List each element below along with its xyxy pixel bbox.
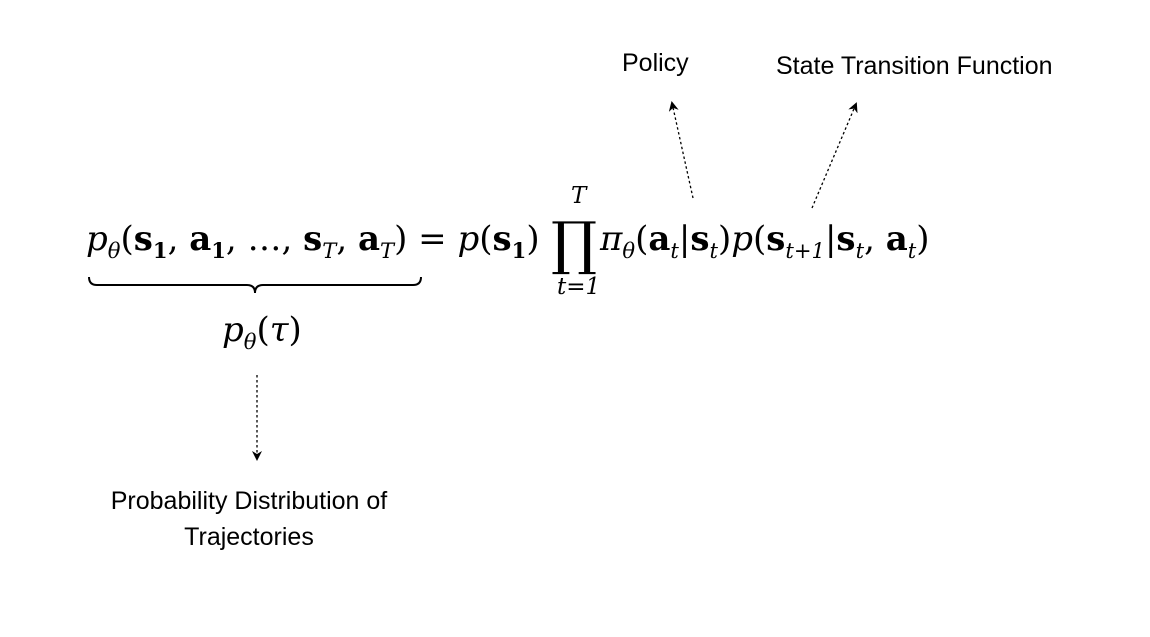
underbrace: [88, 276, 422, 294]
transition-next-state-s: s: [766, 219, 786, 259]
equals-sign: =: [407, 219, 458, 259]
policy-arrow: [668, 101, 694, 199]
lhs-state-s1: s: [133, 219, 153, 259]
transition-action-subscript: t: [907, 237, 917, 263]
initial-state-close-paren: ): [526, 219, 540, 259]
policy-state-s: s: [690, 219, 710, 259]
policy-action-a: a: [648, 219, 671, 259]
policy-open-paren: (: [635, 219, 649, 259]
lhs-sT-subscript: T: [322, 237, 337, 263]
transition-p-symbol: p: [731, 219, 753, 259]
product-upper-limit: T: [571, 183, 587, 209]
lhs-a1-subscript: 1: [211, 237, 226, 263]
transition-close-paren: ): [916, 219, 930, 259]
transition-state-subscript: t: [855, 237, 865, 263]
traj-close-paren: ): [288, 310, 302, 350]
lhs-close-paren: ): [394, 219, 408, 259]
trajectory-distribution-label: Probability Distribution of Trajectories: [84, 484, 414, 555]
traj-tau-symbol: τ: [269, 310, 289, 350]
trajectory-distribution-label-line2: Trajectories: [184, 522, 314, 551]
lhs-state-sT: s: [303, 219, 323, 259]
initial-state-s: s: [492, 219, 512, 259]
lhs-action-aT: a: [357, 219, 381, 259]
policy-theta-subscript: θ: [622, 237, 636, 263]
lhs-action-a1: a: [189, 219, 212, 259]
trajectory-joint-probability-expression: pθ(s1, a1, …, sT, aT) = p(s1): [86, 219, 540, 261]
lhs-s1-subscript: 1: [152, 237, 168, 263]
transition-comma: ,: [864, 219, 886, 259]
lhs-comma-4: ,: [336, 219, 358, 259]
transition-action-a: a: [885, 219, 908, 259]
policy-pi-symbol: π: [600, 219, 623, 259]
lhs-comma-1: ,: [167, 219, 190, 259]
traj-theta-subscript: θ: [243, 328, 257, 354]
initial-state-p-symbol: p: [457, 219, 480, 259]
product-lower-limit: t=1: [557, 274, 601, 300]
lhs-comma-3: ,: [281, 219, 304, 259]
lhs-ellipsis: …: [247, 219, 282, 259]
policy-action-subscript: t: [670, 237, 679, 263]
policy-bar: |: [678, 219, 691, 259]
transition-next-state-subscript: t+1: [785, 237, 825, 263]
lhs-aT-subscript: T: [380, 237, 395, 263]
policy-close-paren: ): [717, 219, 732, 259]
policy-label: Policy: [622, 49, 689, 77]
lhs-comma-2: ,: [225, 219, 248, 259]
transition-arrow: [811, 102, 858, 209]
initial-state-subscript: 1: [511, 237, 527, 263]
policy-transition-product-terms: πθ(at|st)p(st+1|st, at): [600, 219, 930, 261]
trajectory-probability-symbol: pθ(τ): [222, 310, 302, 352]
policy-state-subscript: t: [709, 237, 718, 263]
traj-open-paren: (: [256, 310, 270, 350]
lhs-p-symbol: p: [86, 219, 108, 259]
lhs-theta-subscript: θ: [107, 237, 121, 263]
transition-state-s: s: [836, 219, 856, 259]
transition-open-paren: (: [752, 219, 767, 259]
trajectory-distribution-label-line1: Probability Distribution of: [110, 487, 388, 515]
initial-state-open-paren: (: [479, 219, 493, 259]
product-operator: ∏: [551, 209, 598, 277]
lhs-open-paren: (: [120, 219, 134, 259]
state-transition-label: State Transition Function: [776, 52, 1053, 80]
traj-p-symbol: p: [222, 310, 244, 350]
transition-bar: |: [824, 219, 837, 259]
